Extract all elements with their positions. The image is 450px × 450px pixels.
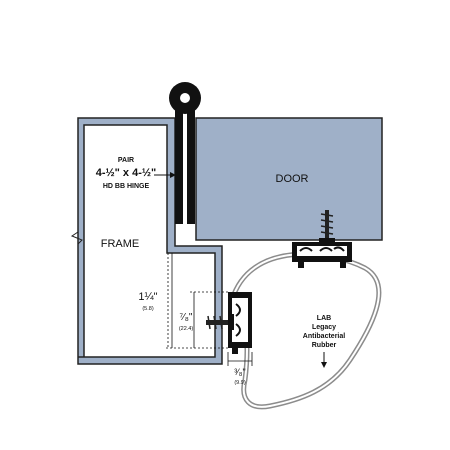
dim-7-8-label: ⁷⁄₈" bbox=[180, 312, 193, 323]
door-retainer bbox=[292, 242, 352, 268]
dim-1-25-label: 1¼" bbox=[138, 291, 157, 303]
rubber-label-line1: LAB bbox=[317, 315, 331, 322]
hinge-label-line1: PAIR bbox=[118, 157, 134, 164]
screw-icon bbox=[319, 210, 335, 242]
frame-label: FRAME bbox=[101, 238, 140, 250]
hinge-leader bbox=[154, 172, 176, 178]
hinge-leaves bbox=[175, 108, 195, 224]
door-leaf bbox=[195, 117, 383, 241]
gasket-rubber bbox=[229, 251, 382, 410]
dim-1-25-mm: (5.8) bbox=[142, 306, 153, 312]
dim-3-8-label: ³⁄₈" bbox=[234, 367, 245, 377]
hinge-label-line2: 4-½" x 4-½" bbox=[96, 167, 157, 179]
rubber-leader bbox=[321, 352, 327, 368]
frame-break-mark bbox=[70, 231, 83, 245]
rubber-label-line4: Rubber bbox=[312, 342, 337, 349]
rubber-label-line2: Legacy bbox=[312, 324, 336, 331]
dim-3-8-mm: (9.9) bbox=[234, 380, 245, 386]
dimension-7-8 bbox=[190, 291, 228, 348]
hinge-knuckle-icon bbox=[169, 82, 201, 114]
rubber-label-line3: Antibacterial bbox=[303, 333, 345, 340]
hinge-label-line3: HD BB HINGE bbox=[103, 183, 150, 190]
screw-icon bbox=[206, 314, 234, 330]
dim-7-8-mm: (22.4) bbox=[179, 326, 194, 332]
door-label: DOOR bbox=[276, 173, 309, 185]
frame-profile bbox=[77, 117, 223, 365]
dimension-1-25 bbox=[166, 253, 228, 349]
dimension-3-8 bbox=[227, 352, 253, 366]
